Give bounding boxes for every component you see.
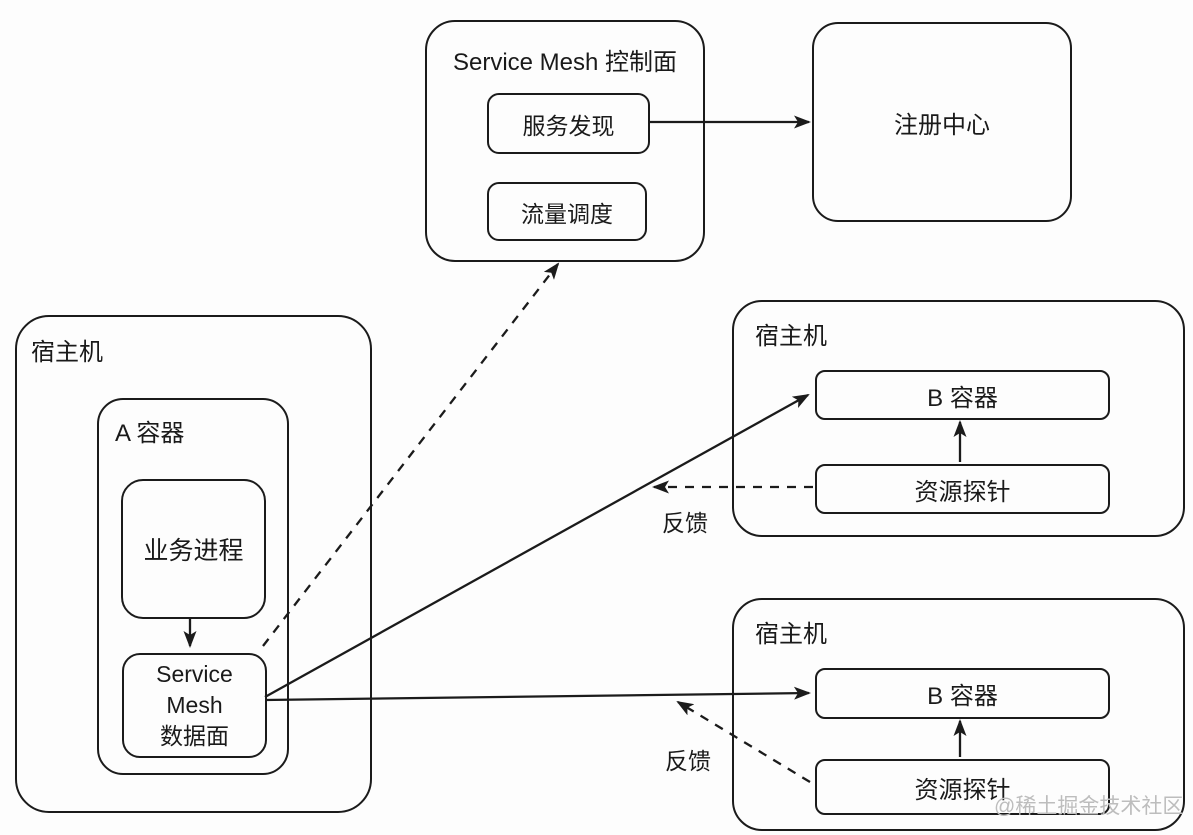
container-b-top-label: B 容器 xyxy=(927,384,998,412)
data-plane-line-2: Mesh xyxy=(166,692,223,718)
watermark: @稀土掘金技术社区 xyxy=(994,795,1184,818)
data-plane-box: Service Mesh 数据面 xyxy=(122,653,267,758)
host-b-top-label: 宿主机 xyxy=(755,323,827,350)
host-b-bottom-label: 宿主机 xyxy=(755,621,827,648)
resource-probe-bottom-label: 资源探针 xyxy=(914,776,1011,804)
host-b-top-box: 宿主机 B 容器 资源探针 xyxy=(732,300,1185,537)
business-process-box: 业务进程 xyxy=(121,479,266,619)
traffic-scheduling-box: 流量调度 xyxy=(487,182,647,241)
registry-label: 注册中心 xyxy=(894,111,990,139)
service-discovery-box: 服务发现 xyxy=(487,93,650,154)
container-a-box: A 容器 业务进程 Service Mesh 数据面 xyxy=(97,398,289,775)
control-plane-title: Service Mesh 控制面 xyxy=(452,49,678,76)
business-process-label: 业务进程 xyxy=(143,537,244,565)
data-plane-line-1: Service xyxy=(156,661,233,687)
host-a-box: 宿主机 A 容器 业务进程 Service Mesh 数据面 xyxy=(15,315,372,813)
feedback-label-top: 反馈 xyxy=(662,510,708,536)
service-discovery-label: 服务发现 xyxy=(522,112,615,139)
container-a-label: A 容器 xyxy=(115,420,185,447)
host-b-bottom-box: 宿主机 B 容器 资源探针 xyxy=(732,598,1185,831)
resource-probe-top-box: 资源探针 xyxy=(815,464,1110,514)
container-b-bottom-box: B 容器 xyxy=(815,668,1110,719)
host-a-label: 宿主机 xyxy=(31,339,103,366)
container-b-bottom-label: B 容器 xyxy=(927,683,998,710)
resource-probe-bottom-box: 资源探针 xyxy=(815,759,1110,815)
container-b-top-box: B 容器 xyxy=(815,370,1110,420)
control-plane-box: Service Mesh 控制面 服务发现 流量调度 xyxy=(425,20,705,262)
registry-box: 注册中心 xyxy=(812,22,1072,222)
data-plane-line-3: 数据面 xyxy=(160,723,229,749)
traffic-scheduling-label: 流量调度 xyxy=(521,200,613,227)
resource-probe-top-label: 资源探针 xyxy=(914,478,1011,506)
feedback-label-bottom: 反馈 xyxy=(665,748,711,774)
